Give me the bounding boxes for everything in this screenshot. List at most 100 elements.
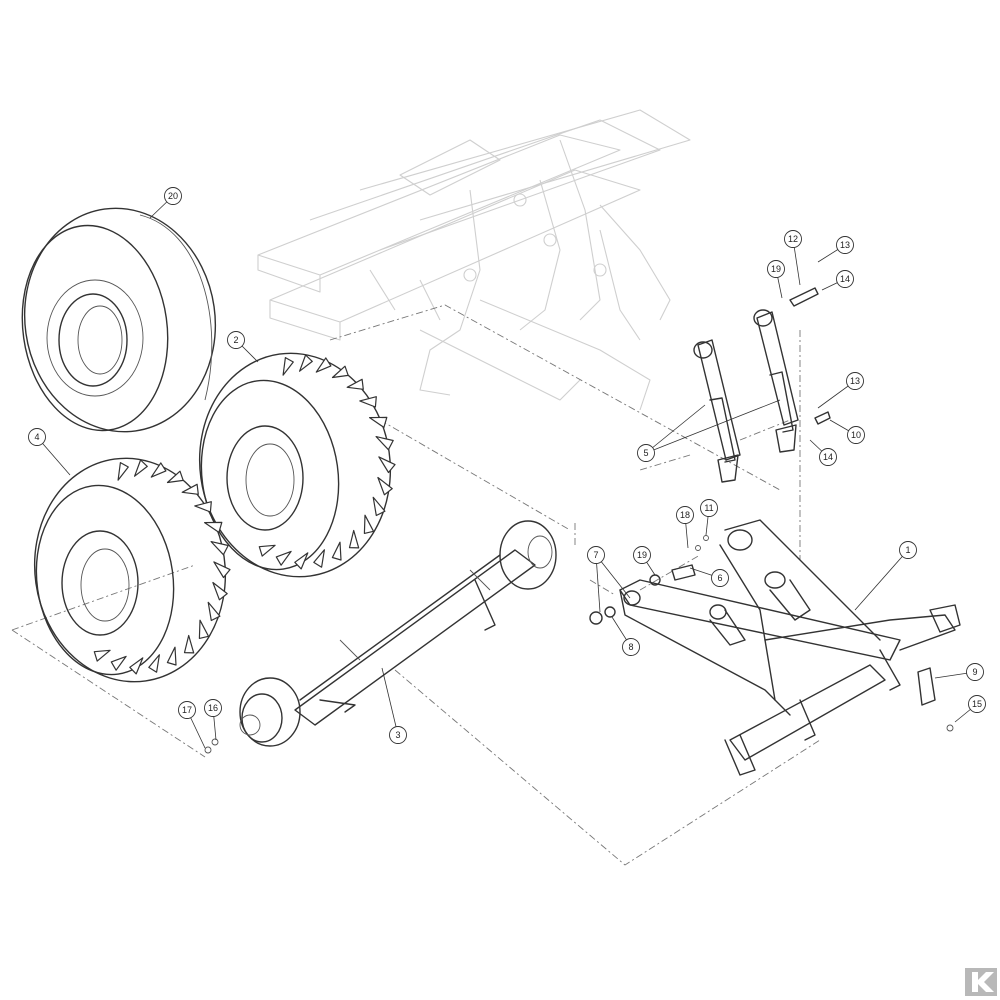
callout-c14b: 14 [809,439,837,466]
tread-lug [166,470,184,484]
tread-lug [93,649,111,662]
tread-lug [129,657,144,675]
callout-circle [204,699,222,717]
callout-circle [836,236,854,254]
callout-label: 8 [628,642,633,652]
callout-circle [676,506,694,524]
callout-label: 2 [233,335,238,345]
tread-lug [148,654,160,673]
callout-label: 7 [593,550,598,560]
tread-lug [204,521,223,533]
callout-c3: 3 [381,667,407,744]
callout-circle [227,331,245,349]
tread-lug [346,378,364,390]
tread-lug [210,541,229,556]
tread-lug [110,655,127,671]
callout-circle [711,569,729,587]
callout-c13a: 13 [817,236,854,263]
callout-circle [836,270,854,288]
callout-circle [784,230,802,248]
tread-lug [166,646,177,666]
callout-label: 1 [905,545,910,555]
tread-lug [348,529,360,549]
tread-lug [372,496,386,517]
tread-lug [363,514,375,534]
callout-c6: 6 [689,567,729,587]
callout-c10: 10 [829,419,865,444]
axle-assembly [239,520,557,747]
callout-c4: 4 [28,428,71,476]
tread-lug [194,501,212,513]
small-parts [204,287,954,754]
callout-label: 18 [680,510,690,520]
callout-c15: 15 [954,695,986,723]
callout-label: 12 [788,234,798,244]
callout-circle [164,187,182,205]
tread-lug [377,476,393,496]
callout-label: 13 [840,240,850,250]
callout-label: 9 [972,667,977,677]
callout-circle [968,695,986,713]
assembly-lines [11,304,821,866]
callout-circle [178,701,196,719]
callout-circle [847,426,865,444]
callout-leader [381,667,399,736]
wheel-smooth-tyre [21,207,217,433]
callout-label: 14 [823,452,833,462]
tread-lug [198,619,210,639]
callout-label: 4 [34,432,39,442]
tread-lug [331,365,349,379]
callout-leader [595,554,601,613]
tread-lug [375,436,394,451]
tread-lug [213,561,231,579]
callout-c19b: 19 [633,546,656,576]
tread-lug [294,552,309,570]
callout-c18: 18 [676,506,694,549]
callout-label: 19 [637,550,647,560]
tread-lug [181,483,199,495]
callout-c12: 12 [784,230,802,286]
callout-label: 10 [851,430,861,440]
background-chassis [257,109,691,411]
callout-label: 16 [208,703,218,713]
callout-circle [966,663,984,681]
callout-c8: 8 [611,616,640,656]
tread-lug [207,601,221,622]
callout-c14a: 14 [821,270,854,291]
callout-leader [595,554,631,599]
tread-lug [183,634,195,654]
tread-lug [275,550,292,566]
tread-lug [313,549,325,568]
callout-label: 20 [168,191,178,201]
callout-circle [633,546,651,564]
brand-mark [965,968,997,996]
tread-lug [134,459,148,477]
callout-c17: 17 [178,701,206,749]
axle-frame [619,519,961,776]
callout-circle [767,260,785,278]
tread-lug [258,544,276,557]
callout-leader [645,404,706,454]
tread-lug [331,541,342,561]
callout-c1: 1 [854,541,917,611]
callout-label: 11 [704,503,713,513]
callout-circle [846,372,864,390]
tread-lug [117,462,129,481]
k-logo-glyph [972,972,994,992]
tread-lug [212,581,228,601]
callout-label: 3 [395,730,400,740]
callout-c2: 2 [227,331,259,363]
callout-circle [389,726,407,744]
callout-label: 5 [643,448,648,458]
callout-leader [854,549,909,611]
callout-c16: 16 [204,699,222,741]
callout-c9: 9 [934,663,984,681]
callout-c11: 11 [700,499,718,536]
callout-label: 19 [771,264,781,274]
callout-label: 14 [840,274,850,284]
callout-label: 17 [182,705,192,715]
callout-circle [819,448,837,466]
tread-lug [150,462,167,478]
callout-leader [645,399,781,454]
